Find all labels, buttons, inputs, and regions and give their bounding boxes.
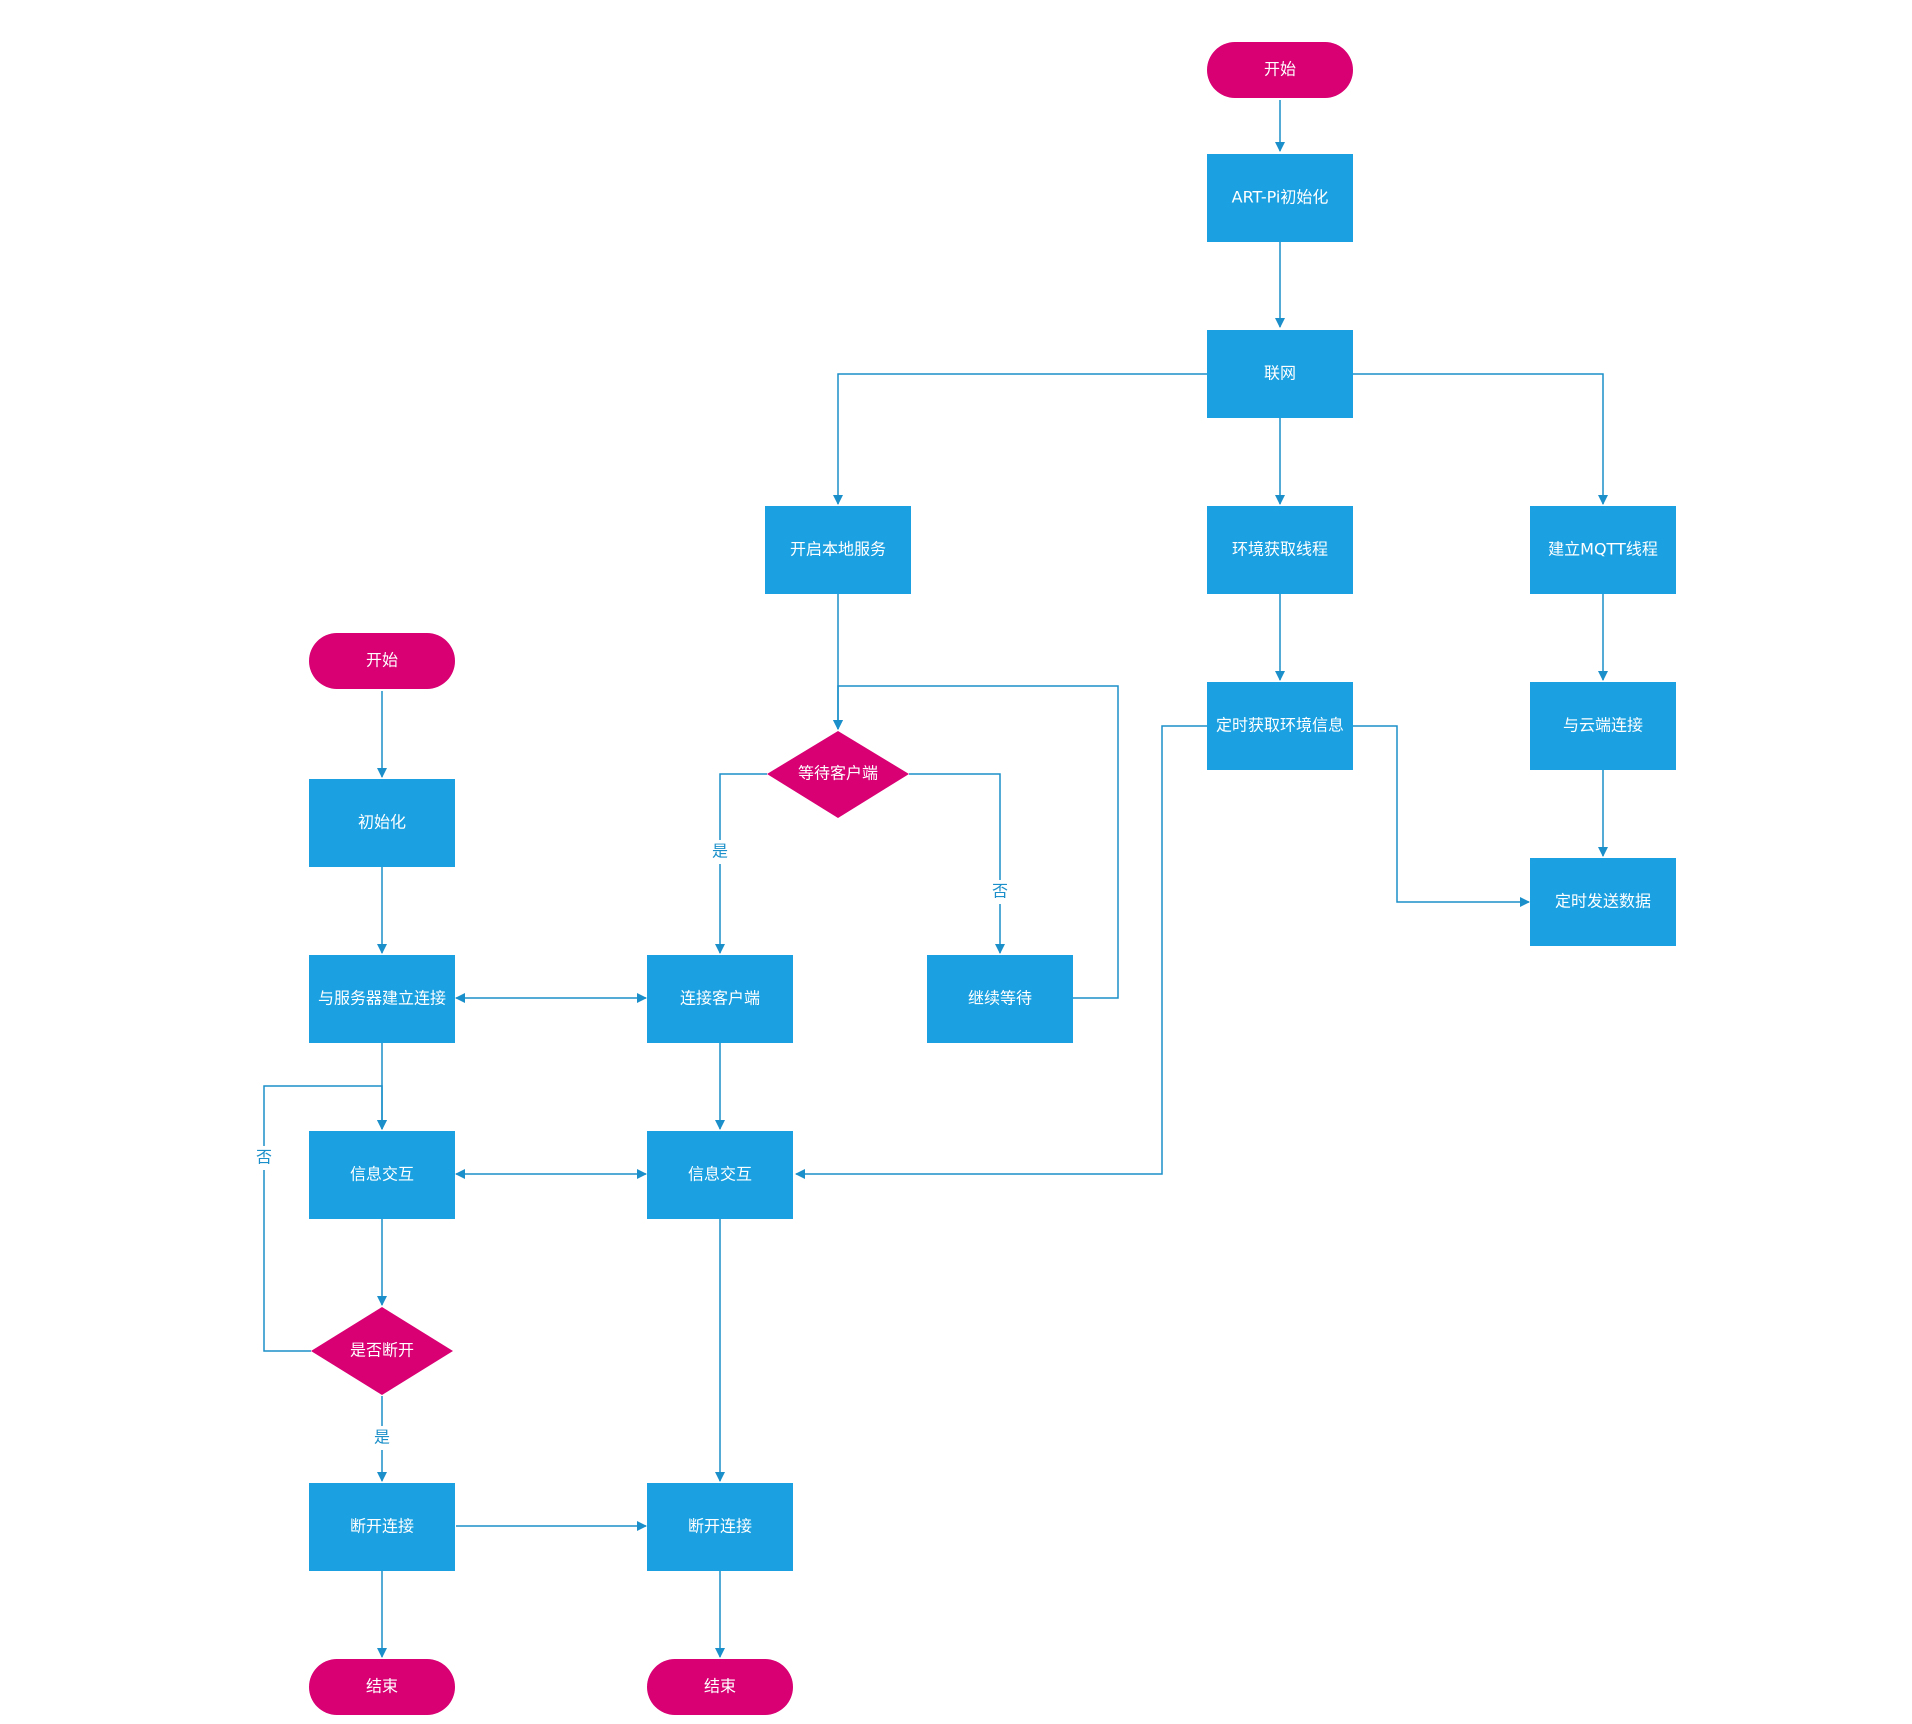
terminal-start-top: 开始: [1207, 42, 1353, 98]
process-keep-waiting: 继续等待: [927, 955, 1073, 1043]
process-connect-server: 与服务器建立连接: [309, 955, 455, 1043]
process-label: 联网: [1264, 364, 1296, 383]
terminal-start-left: 开始: [309, 633, 455, 689]
edge-label-bg: [988, 880, 1012, 904]
edge-label-disc-no: 否: [256, 1148, 272, 1167]
process-label: 继续等待: [968, 989, 1032, 1008]
process-left-disconnect: 断开连接: [309, 1483, 455, 1571]
process-timed-send: 定时发送数据: [1530, 858, 1676, 946]
edges: [263, 100, 1608, 1658]
decision-is-disconnected: 是否断开: [311, 1307, 453, 1395]
edge-wait-client-no: [909, 773, 1005, 954]
process-local-service: 开启本地服务: [765, 506, 911, 594]
process-label: ART-Pi初始化: [1232, 188, 1329, 207]
process-label: 环境获取线程: [1232, 540, 1328, 559]
process-client-disconnect: 断开连接: [647, 1483, 793, 1571]
process-label: 建立MQTT线程: [1548, 540, 1658, 559]
edge-timed-env-to-client-exchange: [795, 725, 1207, 1179]
process-mqtt-thread: 建立MQTT线程: [1530, 506, 1676, 594]
process-label: 连接客户端: [680, 989, 760, 1008]
edge-network-to-mqtt-thread: [1353, 373, 1608, 505]
process-left-exchange: 信息交互: [309, 1131, 455, 1219]
decision-label: 是否断开: [350, 1341, 414, 1360]
process-connect-client: 连接客户端: [647, 955, 793, 1043]
process-label: 定时获取环境信息: [1216, 716, 1344, 735]
terminal-client-end: 结束: [647, 1659, 793, 1715]
terminal-left-end: 结束: [309, 1659, 455, 1715]
edge-label-bg: [252, 1146, 276, 1170]
edge-timed-env-to-timed-send: [1353, 725, 1530, 907]
edge-label-wait-yes: 是: [712, 842, 728, 861]
terminal-label: 开始: [1264, 60, 1296, 79]
process-artpi-init: ART-Pi初始化: [1207, 154, 1353, 242]
process-init-left: 初始化: [309, 779, 455, 867]
process-label: 开启本地服务: [790, 540, 886, 559]
edge-keep-waiting-loop: [833, 685, 1119, 999]
terminal-label: 结束: [704, 1677, 736, 1696]
process-label: 与服务器建立连接: [318, 989, 446, 1008]
process-timed-env: 定时获取环境信息: [1207, 682, 1353, 770]
edge-is-disconnected-no-loop: [263, 1085, 387, 1352]
process-label: 与云端连接: [1563, 716, 1643, 735]
process-label: 信息交互: [350, 1165, 414, 1184]
edge-label-bg: [708, 840, 732, 864]
edge-wait-client-yes: [715, 773, 767, 954]
decision-label: 等待客户端: [798, 764, 878, 783]
process-label: 初始化: [358, 813, 406, 832]
process-label: 断开连接: [688, 1517, 752, 1536]
process-label: 断开连接: [350, 1517, 414, 1536]
process-env-thread: 环境获取线程: [1207, 506, 1353, 594]
terminal-label: 结束: [366, 1677, 398, 1696]
edge-label-wait-no: 否: [992, 882, 1008, 901]
edge-network-to-local-service: [833, 373, 1207, 505]
edge-label-disc-yes: 是: [374, 1428, 390, 1447]
process-cloud-connect: 与云端连接: [1530, 682, 1676, 770]
edge-label-bg: [370, 1426, 394, 1450]
process-client-exchange: 信息交互: [647, 1131, 793, 1219]
decision-wait-client: 等待客户端: [767, 731, 909, 818]
process-network: 联网: [1207, 330, 1353, 418]
process-label: 信息交互: [688, 1165, 752, 1184]
process-label: 定时发送数据: [1555, 892, 1651, 911]
terminal-label: 开始: [366, 651, 398, 670]
